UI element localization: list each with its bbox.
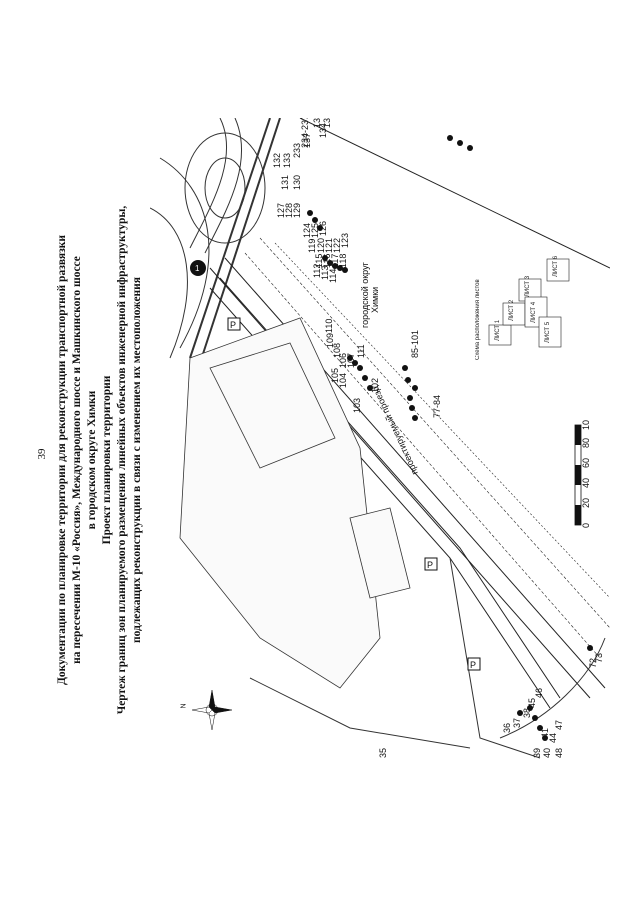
scale-tick: 0 bbox=[581, 523, 591, 528]
sheet-label: ЛИСТ 4 bbox=[531, 301, 537, 323]
site-plan-map: P P P 1 bbox=[150, 118, 610, 768]
point-label: 46 bbox=[534, 688, 544, 698]
point-labels: 35 36 37 38 39 40 41 44 45 46 47 48 72 7… bbox=[272, 118, 604, 758]
point-label: 72 bbox=[588, 658, 598, 668]
point-label: 39 bbox=[532, 748, 542, 758]
point-label: 121 bbox=[324, 238, 334, 253]
point-label: 105 bbox=[330, 368, 340, 383]
point-label: 117 bbox=[330, 254, 340, 268]
sheet-label: ЛИСТ 1 bbox=[495, 319, 501, 341]
point-label: 133 bbox=[282, 153, 292, 168]
sheet-box bbox=[488, 324, 512, 346]
point-label: 104 bbox=[338, 373, 348, 388]
buildings bbox=[179, 317, 411, 689]
point-label: 114 bbox=[328, 269, 338, 283]
point-label: 234-237 bbox=[300, 118, 310, 148]
point-label: 233 bbox=[292, 143, 302, 158]
sheet-label: ЛИСТ 5 bbox=[545, 321, 551, 343]
point-label: 37 bbox=[512, 718, 522, 728]
scale-tick: 40 bbox=[581, 478, 591, 488]
sheet-label: ЛИСТ 2 bbox=[509, 299, 515, 321]
title-line: на пересечении М-10 «Россия», Международ… bbox=[71, 256, 83, 664]
parking-markers: P P P bbox=[227, 317, 481, 671]
page-number: 39 bbox=[36, 448, 48, 460]
point-label: 126 bbox=[318, 221, 328, 236]
parking-symbol: P bbox=[230, 320, 236, 330]
point-label: 85-101 bbox=[410, 330, 420, 358]
district-label: Химки bbox=[370, 287, 380, 313]
scale-tick: 80 bbox=[581, 438, 591, 448]
point-label: 137 bbox=[302, 133, 312, 148]
point-label: 112 bbox=[312, 264, 322, 278]
district-label: городской округ bbox=[360, 261, 370, 328]
title-line: Чертеж границ зон планируемого размещени… bbox=[116, 205, 128, 715]
title-line: подлежащих реконструкции в связи с измен… bbox=[131, 276, 143, 644]
circle-marker: 1 bbox=[190, 260, 206, 276]
point-label: 130 bbox=[292, 175, 302, 190]
point-label: 109 bbox=[325, 333, 335, 348]
point-label: 110 bbox=[324, 319, 334, 333]
point-label: 38 bbox=[522, 708, 532, 718]
sheet-box bbox=[546, 258, 570, 282]
site-boundary bbox=[249, 557, 606, 759]
point-label: 107 bbox=[346, 353, 356, 368]
point-label: 122 bbox=[332, 238, 342, 253]
sheet-scheme: Схема расположения листов ЛИСТ 1 ЛИСТ 2 … bbox=[475, 255, 575, 365]
map-svg: P P P 1 bbox=[150, 118, 610, 759]
parking-symbol: P bbox=[427, 560, 433, 570]
point-label: 125 bbox=[310, 223, 320, 238]
title-line: Проект планировки территории bbox=[101, 375, 113, 545]
circle-marker-label: 1 bbox=[195, 264, 200, 273]
point-label: 124 bbox=[302, 223, 312, 238]
point-label: 128 bbox=[284, 203, 294, 218]
point-label: 135 bbox=[312, 118, 322, 128]
point-label: 119 bbox=[307, 239, 317, 253]
sheet-label: ЛИСТ 3 bbox=[525, 275, 531, 297]
point-label: 136 bbox=[322, 118, 332, 128]
sheet-label: ЛИСТ 6 bbox=[553, 255, 559, 277]
sheet-box bbox=[538, 316, 562, 348]
compass-rose bbox=[190, 688, 234, 732]
scale-tick: 60 bbox=[581, 458, 591, 468]
point-label: 35 bbox=[378, 748, 388, 758]
point-label: 106 bbox=[338, 353, 348, 368]
scale-bar: 0 20 40 60 80 100 м bbox=[573, 406, 613, 530]
interchange-ramps bbox=[150, 118, 281, 364]
point-label: 111 bbox=[356, 344, 366, 358]
point-label: 44 bbox=[548, 733, 558, 743]
point-label: 108 bbox=[332, 343, 342, 358]
title-line: Документации по планировке территории дл… bbox=[56, 235, 68, 685]
point-label: 116 bbox=[322, 254, 332, 268]
point-label: 45 bbox=[527, 698, 537, 708]
compass-north-label: N bbox=[180, 703, 188, 709]
utility-objects bbox=[307, 135, 593, 741]
point-label: 47 bbox=[554, 720, 564, 730]
parking-symbol: P bbox=[470, 660, 476, 670]
title-line: в городском округе Химки bbox=[86, 390, 98, 530]
point-label: 77-84 bbox=[432, 395, 442, 418]
point-label: 48 bbox=[554, 748, 564, 758]
point-label: 132 bbox=[272, 153, 282, 168]
point-label: 134 bbox=[318, 123, 328, 138]
point-label: 41 bbox=[540, 728, 550, 738]
point-label: 123 bbox=[340, 233, 350, 248]
point-label: 127 bbox=[276, 203, 286, 218]
point-label: 129 bbox=[292, 203, 302, 218]
point-label: 103 bbox=[352, 398, 362, 413]
title-block: Документации по планировке территории дл… bbox=[55, 200, 145, 720]
point-label: 131 bbox=[280, 175, 290, 190]
point-label: 118 bbox=[338, 254, 348, 268]
point-label: 102 bbox=[370, 378, 380, 393]
scale-tick: 20 bbox=[581, 498, 591, 508]
sheet-scheme-title: Схема расположения листов bbox=[475, 279, 481, 360]
point-label: 36 bbox=[502, 723, 512, 733]
point-label: 120 bbox=[316, 238, 326, 253]
scale-tick: 100 м bbox=[581, 420, 591, 430]
point-label: 73 bbox=[594, 653, 604, 663]
point-label: 115 bbox=[314, 254, 324, 268]
point-label: 113 bbox=[320, 266, 330, 280]
point-label: 40 bbox=[542, 748, 552, 758]
